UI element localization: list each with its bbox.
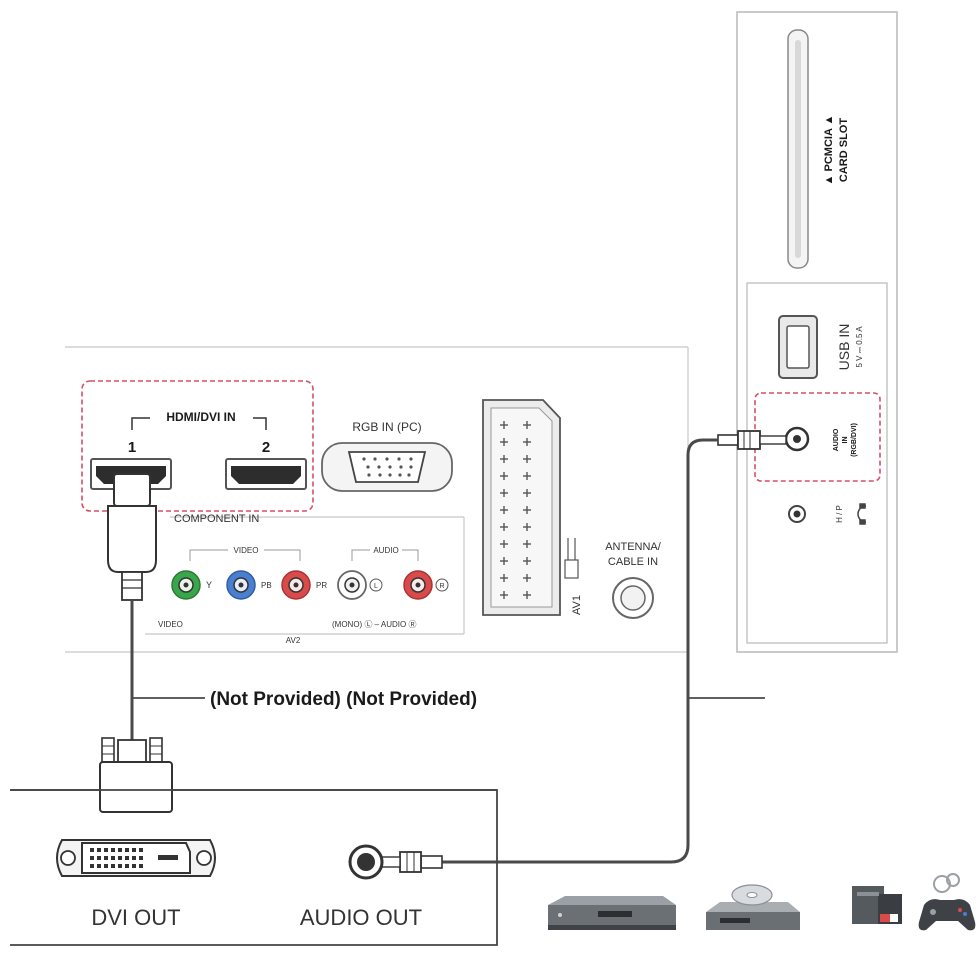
rgb-vga-port-icon (321, 442, 453, 492)
headphone-jack-icon (788, 505, 806, 523)
dvd-recorder-icon (548, 896, 676, 930)
l-label: L (374, 583, 378, 590)
external-device-panel: DVI OUT AUDIO OUT (10, 789, 498, 946)
audio-in-label-1: AUDIO (833, 428, 840, 451)
component-y-jack-icon (171, 570, 201, 600)
pcmcia-label-1: ▲ PCMCIA ▲ (823, 115, 835, 186)
audio-l-jack-icon (337, 570, 367, 600)
hdmi-port-2-label: 2 (262, 439, 270, 456)
av1-label: AV1 (571, 595, 583, 615)
rgb-in-label: RGB IN (PC) (352, 420, 421, 434)
usb-in-label: USB IN (836, 324, 852, 371)
audio-cable (379, 430, 787, 873)
audio-out-label: AUDIO OUT (300, 905, 422, 930)
r-label: R (439, 583, 444, 590)
hdmi-highlight (81, 380, 314, 512)
pb-label: PB (261, 581, 272, 590)
usb-rating-label: 5 V ⎓ 0.5 A (855, 326, 864, 368)
scart-port-icon (482, 399, 561, 616)
pc-icon (852, 886, 902, 924)
audio-in-highlight (754, 392, 881, 482)
game-console-icon (918, 873, 976, 931)
antenna-label-1: ANTENNA/ (605, 541, 662, 553)
usb-port-icon (778, 315, 818, 379)
audio-in-jack-icon (784, 426, 810, 452)
video-group-label: VIDEO (234, 546, 259, 555)
hdmi-port-2-icon (225, 458, 307, 490)
video-label: VIDEO (158, 620, 183, 629)
dvi-out-label: DVI OUT (91, 905, 180, 930)
tv-rear-panel: HDMI/DVI IN 1 2 RGB IN (PC) COMPON (65, 346, 689, 653)
hdmi-dvi-cable (99, 473, 205, 813)
pr-label: PR (316, 581, 327, 590)
audio-r-jack-icon (403, 570, 433, 600)
hdmi-dvi-in-label: HDMI/DVI IN (166, 410, 235, 424)
scart-symbol-icon (564, 538, 579, 579)
audio-in-label-2: IN (842, 437, 849, 444)
antenna-label-2: CABLE IN (608, 556, 658, 568)
headphone-icon (857, 503, 867, 525)
side-panel: ▲ PCMCIA ▲ CARD SLOT USB IN 5 V ⎓ 0.5 A … (736, 11, 898, 653)
audio-group-label: AUDIO (373, 546, 398, 555)
audio-in-label-3: (RGB/DVI) (851, 423, 858, 457)
dvi-out-port-icon (56, 839, 216, 877)
hdmi-port-1-label: 1 (128, 439, 136, 456)
antenna-port-icon (612, 577, 654, 619)
dvd-player-icon (706, 884, 800, 930)
audio-out-jack-icon (348, 844, 384, 880)
not-provided-label: (Not Provided) (Not Provided) (210, 689, 477, 710)
component-in-label: COMPONENT IN (174, 513, 259, 525)
hp-label: H / P (835, 505, 844, 523)
av2-label: AV2 (286, 636, 301, 645)
component-pr-jack-icon (281, 570, 311, 600)
pcmcia-label-2: CARD SLOT (838, 118, 850, 182)
y-label: Y (206, 580, 212, 590)
component-pb-jack-icon (226, 570, 256, 600)
mono-audio-label: (MONO) Ⓛ – AUDIO Ⓡ (332, 620, 416, 629)
